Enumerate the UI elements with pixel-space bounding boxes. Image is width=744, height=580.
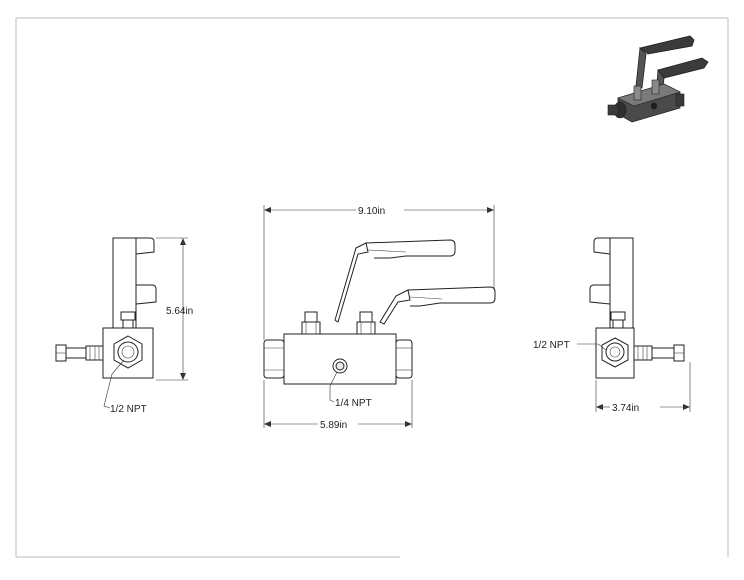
height-dimension-label: 5.64in xyxy=(166,306,193,317)
overall-length-label: 9.10in xyxy=(358,206,385,217)
front-view xyxy=(263,205,496,428)
left-side-view xyxy=(55,237,157,409)
isometric-preview xyxy=(607,35,709,123)
side-width-label: 3.74in xyxy=(612,403,639,414)
right-side-view xyxy=(577,237,691,412)
center-port-callout: 1/4 NPT xyxy=(335,398,372,409)
sheet-border xyxy=(15,17,729,558)
left-port-callout: 1/2 NPT xyxy=(110,404,147,415)
height-dimension xyxy=(156,237,188,381)
right-port-callout: 1/2 NPT xyxy=(533,340,570,351)
body-length-label: 5.89in xyxy=(320,420,347,431)
